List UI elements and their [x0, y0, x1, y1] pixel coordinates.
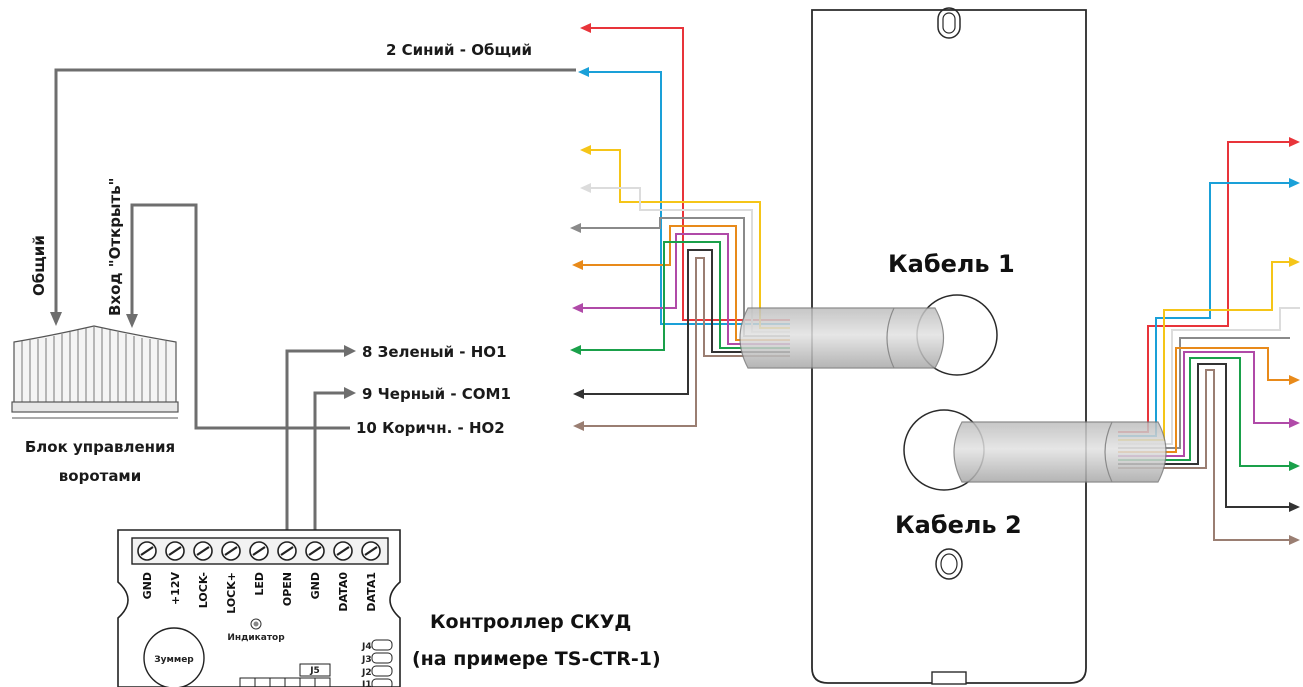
cable2-wire-violet: [1118, 351, 1290, 457]
terminal-screw-icon: [165, 541, 185, 561]
open-input-line: [130, 203, 350, 430]
reader-bottom-slot-icon: [935, 548, 963, 580]
indicator-label: Индикатор: [227, 633, 285, 643]
label-brown-no2: 10 Коричн. - НО2: [356, 419, 505, 437]
buzzer-label: Зуммер: [154, 655, 194, 665]
label-cable1: Кабель 1: [888, 250, 1015, 278]
cable1-arrowheads: [570, 23, 591, 431]
common-line: [54, 68, 576, 318]
cable1-wire-violet: [582, 233, 790, 345]
terminal-screw-icon: [221, 541, 241, 561]
svg-text:J1: J1: [361, 680, 372, 687]
black-com1-line: [313, 391, 352, 538]
terminal-screw-icon: [333, 541, 353, 561]
cable1-wire-red: [590, 27, 790, 321]
cable1-jacket: [739, 307, 944, 369]
terminal-screw-icon: [277, 541, 297, 561]
cable2-wire-brown: [1118, 369, 1290, 541]
terminal-label: LOCK-: [197, 572, 210, 608]
terminal-label: DATA0: [337, 572, 350, 612]
cable1-wire-blue: [588, 71, 790, 325]
terminal-label: GND: [141, 572, 154, 599]
terminal-screw-icon: [137, 541, 157, 561]
terminal-screw-icon: [305, 541, 325, 561]
svg-text:J3: J3: [361, 655, 372, 665]
terminal-label: DATA1: [365, 572, 378, 612]
terminal-label: OPEN: [281, 572, 294, 606]
cable2-wire-black: [1118, 363, 1290, 508]
label-controller-line2: (на примере TS-CTR-1): [412, 648, 661, 670]
indicator-led-icon: [250, 618, 262, 630]
terminal-labels: GND +12V LOCK- LOCK+ LED OPEN GND DATA0 DATA1: [141, 572, 378, 614]
label-cable2: Кабель 2: [895, 511, 1022, 539]
cable1-wire-black: [583, 249, 790, 395]
terminal-label: GND: [309, 572, 322, 599]
cable1-wire-green: [580, 241, 790, 351]
buzzer-icon: [143, 627, 205, 687]
gate-icon: [11, 325, 179, 419]
svg-text:J5: J5: [309, 666, 320, 676]
reader-top-slot-icon: [937, 7, 961, 39]
controller-board: GND +12V LOCK- LOCK+ LED OPEN GND DATA0 DATA1 Ин…: [117, 529, 401, 687]
label-gate-block-line2: воротами: [59, 467, 141, 485]
terminal-screw-icon: [249, 541, 269, 561]
cable2-arrowheads: [1289, 137, 1300, 545]
label-gate-common: Общий: [30, 235, 48, 296]
label-gate-block-line1: Блок управления: [25, 438, 175, 456]
label-blue-common: 2 Синий - Общий: [386, 41, 532, 59]
svg-text:J4: J4: [361, 642, 372, 652]
terminal-label: LED: [253, 572, 266, 596]
label-green-no1: 8 Зеленый - НО1: [362, 343, 507, 361]
cable2-wire-green: [1118, 357, 1290, 467]
terminal-screw-icon: [361, 541, 381, 561]
cable1-wire-yellow: [590, 149, 790, 329]
label-black-com1: 9 Черный - COM1: [362, 385, 511, 403]
connection-lines: [54, 68, 576, 538]
terminal-label: LOCK+: [225, 572, 238, 614]
green-no1-line: [285, 349, 352, 538]
svg-text:J2: J2: [361, 668, 372, 678]
terminal-label: +12V: [169, 572, 182, 606]
terminal-screws: [137, 541, 381, 561]
label-controller-line1: Контроллер СКУД: [430, 611, 631, 633]
cable2-wire-red: [1118, 141, 1290, 433]
connection-arrowheads: [50, 312, 356, 399]
terminal-screw-icon: [193, 541, 213, 561]
cable1-wire-brown: [583, 257, 790, 427]
cable2-jacket: [953, 421, 1167, 483]
j5-connector: J5: [239, 663, 331, 687]
jumper-pins: J4 J3 J2 J1: [361, 639, 393, 687]
label-gate-open-input: Вход "Открыть": [106, 178, 124, 317]
